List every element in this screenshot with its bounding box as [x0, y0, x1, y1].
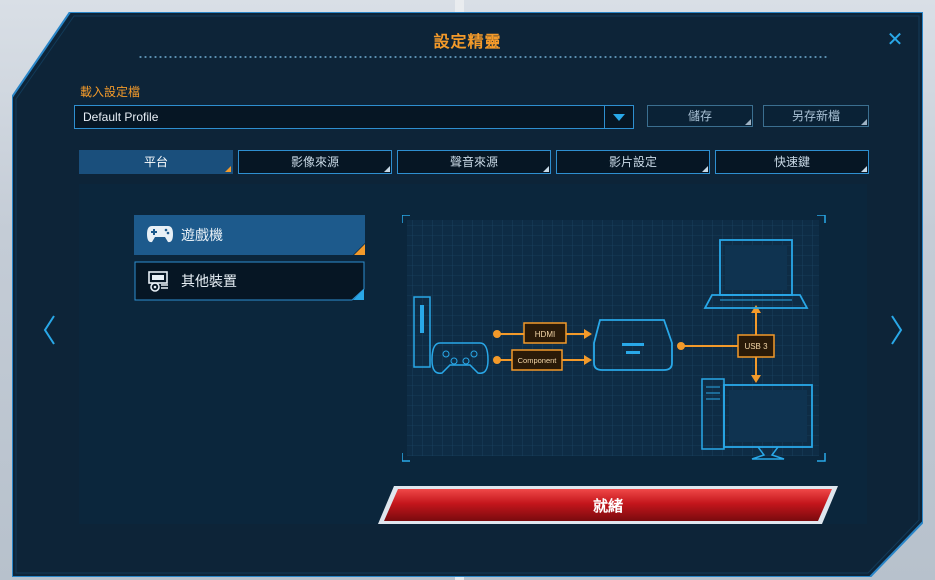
- close-icon[interactable]: ✕: [886, 27, 904, 51]
- save-button[interactable]: 儲存: [647, 105, 753, 127]
- ready-button[interactable]: 就緒: [378, 486, 838, 524]
- tab-hotkeys[interactable]: 快速鍵: [715, 150, 869, 174]
- next-arrow-icon[interactable]: [886, 312, 906, 348]
- hdmi-label: HDMI: [535, 330, 555, 339]
- capture-device-icon: [593, 319, 673, 371]
- item-selected-background: [134, 215, 365, 255]
- laptop-icon: [703, 239, 809, 309]
- load-profile-label: 載入設定檔: [80, 85, 141, 99]
- tab-video-source[interactable]: 影像來源: [238, 150, 392, 174]
- platform-item-label: 其他裝置: [181, 274, 237, 290]
- profile-select-value: Default Profile: [83, 110, 159, 124]
- tab-audio-source[interactable]: 聲音來源: [397, 150, 551, 174]
- item-background: [134, 261, 365, 301]
- usb-label: USB 3: [744, 342, 768, 351]
- tab-video-settings[interactable]: 影片設定: [556, 150, 710, 174]
- setup-wizard-window: 設定精靈 ✕ 載入設定檔 Default Profile 儲存 另存新檔 平台 …: [12, 12, 923, 577]
- ready-button-label: 就緒: [592, 497, 623, 515]
- platform-item-other-device[interactable]: 其他裝置: [134, 261, 365, 301]
- platform-item-console[interactable]: 遊戲機: [134, 215, 365, 255]
- platform-item-label: 遊戲機: [181, 228, 223, 244]
- device-icon: [148, 271, 168, 292]
- window-title: 設定精靈: [433, 32, 502, 51]
- desktop-pc-icon: [701, 378, 813, 460]
- tab-platform[interactable]: 平台: [79, 150, 233, 174]
- previous-arrow-icon[interactable]: [40, 312, 60, 348]
- console-device-icon: [413, 296, 431, 368]
- ready-button-background: [378, 486, 838, 524]
- controller-icon: [431, 342, 489, 374]
- component-label: Component: [518, 356, 558, 365]
- connection-diagram: HDMI Component USB 3: [402, 215, 826, 462]
- save-as-button[interactable]: 另存新檔: [763, 105, 869, 127]
- title-divider: [138, 56, 828, 58]
- profile-select[interactable]: Default Profile: [74, 105, 634, 129]
- gamepad-icon: [147, 226, 173, 243]
- chevron-down-icon[interactable]: [604, 106, 633, 128]
